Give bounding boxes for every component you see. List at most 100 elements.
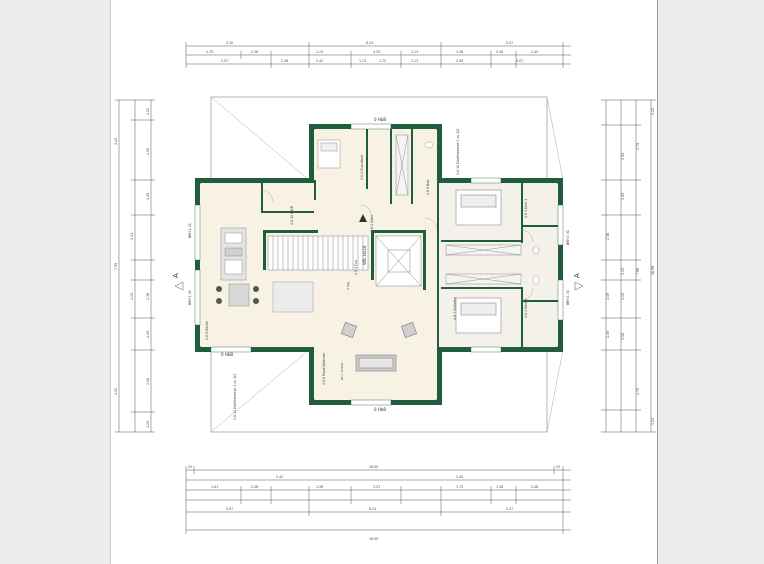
room-label-bad: 4.8.6 Bad [426,180,430,195]
roof-hip-line [210,96,310,181]
roof-hip-line [546,96,564,181]
bottom-dim-r3-4: 3.51 [373,485,380,489]
room-label-wohnen: 4.8.8 Essen/Wohnen [322,353,326,385]
top-dim-1: 3.10 [226,41,233,45]
left-dim-6: 2.36 [146,293,150,300]
bottom-dim-r3-6: 1.38 [496,485,503,489]
section-arrow-icon [174,281,184,291]
left-dim-12: 1.25 [146,421,150,428]
entry-arrow-icon [359,214,367,222]
right-dim-1: 1.25 [651,108,655,115]
hbr-bottom: 0 HbB [374,407,386,412]
section-marker-left: A [172,273,180,278]
door-swings [260,189,534,301]
right-dim-7: 7.99 [636,268,640,275]
top-dim-r2-7: 2.38 [496,50,503,54]
room-label-flur: 4.8.3 Flur [354,259,358,275]
brh-right-bottom: BRH 1.31 [566,290,570,305]
stair-label: WB 16/28 [362,245,367,265]
hbr-left: 0 HbB [221,352,233,357]
hbr-top: 0 HbB [374,117,386,122]
right-dim-12: 2.75 [636,388,640,395]
bottom-dim-r3-7: 2.48 [531,485,538,489]
left-dim-11: 1.25 [146,108,150,115]
bottom-dim-r3-1: 1.61 [211,485,218,489]
left-dim-3: 1.49 [146,193,150,200]
bad-fixtures [445,244,540,285]
top-dimension-lines [185,42,571,68]
windows [194,123,564,406]
beds [455,189,502,334]
brh-left-bottom: BRH 1.31 [188,290,192,305]
stair-treads [272,236,364,270]
room-label-schlafen: 4.8.7 Schlafen [453,297,457,320]
right-dim-11: 2.50 [621,333,625,340]
top-dim-r2-1: 2.75 [206,50,213,54]
top-dim-r2-6: 1.38 [456,50,463,54]
duschbad-fixtures [317,134,434,196]
top-dim-2: 6.24 [366,41,373,45]
left-dim-4: 1.13 [130,233,134,240]
brh-left-top: BRH 1.31 [188,223,192,238]
bottom-dim-r1-2: 16.99 [369,465,378,469]
bottom-dim-r1-3: 25 [556,465,560,469]
right-dimension-lines [601,99,656,433]
bottom-dim-r2-1: 2.45 [276,475,283,479]
bottom-dim-r3-2: 2.36 [251,485,258,489]
top-dim-r3-1: 5.07 [221,59,228,63]
right-dim-5: 2.36 [606,233,610,240]
kitchen-unit [220,227,250,307]
dining-table [272,281,314,313]
right-dim-2: 2.75 [636,143,640,150]
section-arrow-icon [574,281,584,291]
room-label-duschbad: 4.8.4 Duschbad [360,155,364,180]
top-dim-r3-2: 2.36 [281,59,288,63]
bottom-dim-r1-1: 25 [188,465,192,469]
drawing-sheet: 3.10 6.24 5.37 2.75 2.38 1.13 4.35 1.13 … [110,0,658,564]
bottom-dimension-texts: 25 16.99 25 2.45 2.45 1.61 2.36 1.38 3.5… [188,465,560,541]
dining-chairs [216,286,259,304]
bottom-dim-r4-2: 6.24 [369,507,376,511]
room-label-dachterrasse-2: 4.8.12 Dachterrasse 2 zu 1/2 [456,129,460,175]
right-dim-9: 1.13 [621,293,625,300]
bottom-dim-r3-3: 1.38 [316,485,323,489]
bottom-dim-r4-3: 5.37 [506,507,513,511]
top-dim-r3-4: 1.13 [359,59,366,63]
top-dim-r3-3: 2.45 [316,59,323,63]
top-dim-r2-8: 2.45 [531,50,538,54]
bottom-dimension-lines [185,466,571,534]
top-dim-r3-8: 5.07 [516,59,523,63]
top-dimension-texts: 3.10 6.24 5.37 2.75 2.38 1.13 4.35 1.13 … [206,41,538,63]
bottom-dim-r2-2: 2.45 [456,475,463,479]
left-dim-5: 7.99 [114,263,118,270]
left-dim-10: 3.45 [114,388,118,395]
top-dim-r3-5: 1.75 [379,59,386,63]
left-dim-2: 2.50 [146,148,150,155]
top-dim-r3-7: 2.49 [456,59,463,63]
left-dimension-lines [115,99,155,433]
left-dim-8: 1.49 [146,331,150,338]
floor-plan-drawing: 3.10 6.24 5.37 2.75 2.38 1.13 4.35 1.13 … [114,41,656,541]
top-dim-r3-6: 1.13 [411,59,418,63]
right-dim-10: 1.49 [606,331,610,338]
room-area-wohnen: GF = 13,94m² [340,362,344,380]
room-label-kind1: 4.8.1 Kind 1 [524,199,528,218]
interior-walls [261,129,558,348]
roof-hip-line [546,349,564,433]
bottom-total-dim: 16.99 [369,537,378,541]
room-label-kueche: 4.8.9 Küche [205,321,209,340]
right-dim-total: 16.99 [651,266,655,275]
room-label-hwr: 4.8.10 HWR [290,205,294,225]
top-dim-r2-3: 1.13 [316,50,323,54]
living-furniture [340,321,418,372]
top-dim-3: 5.37 [506,41,513,45]
left-dimension-texts: 3.45 2.50 1.49 1.13 7.99 2.36 1.13 1.49 … [114,108,150,428]
brh-right-top: BRH 1.31 [566,230,570,245]
right-dim-13: 1.25 [651,418,655,425]
room-label-kind2: 4.8.2 Kind 2 [524,299,528,318]
top-dim-r2-4: 4.35 [373,50,380,54]
right-dim-8: 2.49 [606,293,610,300]
left-dim-1: 3.45 [114,138,118,145]
staircase [267,235,422,287]
stair-note: 2 Stg. [346,281,350,290]
